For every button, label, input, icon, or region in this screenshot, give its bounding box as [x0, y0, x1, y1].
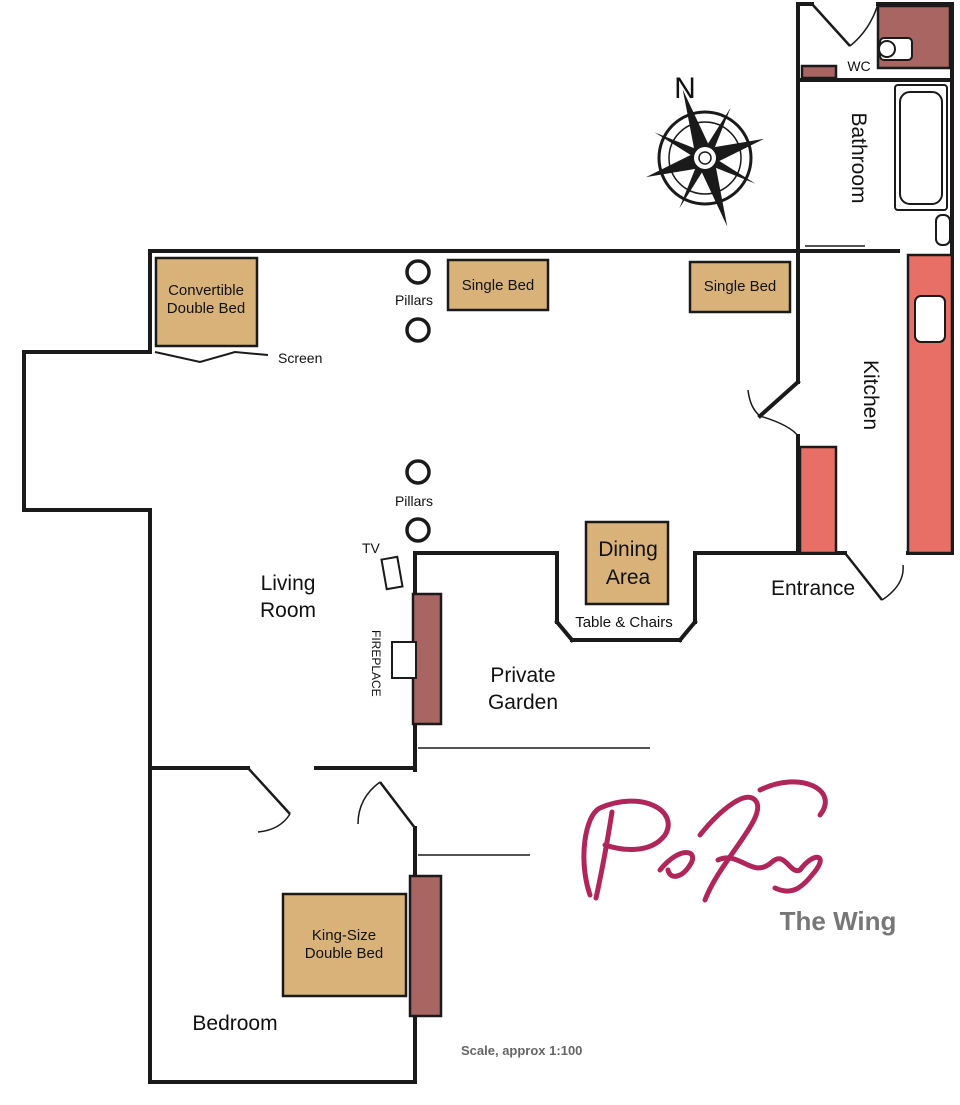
fireplace-wall — [411, 592, 443, 726]
brand-subtitle: The Wing — [780, 906, 897, 936]
tv-icon — [380, 555, 404, 591]
living-room-label: Living — [261, 572, 316, 595]
kitchen-label: Kitchen — [859, 360, 882, 430]
compass-rose-icon — [646, 89, 764, 227]
kitchen-counters — [798, 253, 954, 555]
convertible-bed-label: Convertible — [168, 282, 244, 299]
private-garden-label-2: Garden — [488, 691, 558, 714]
pillars — [405, 259, 431, 543]
living-room-label-2: Room — [260, 599, 316, 622]
bathtub-inner — [899, 91, 943, 205]
king-size-bed — [281, 892, 408, 998]
tv-label: TV — [362, 540, 381, 556]
dining-table — [584, 520, 670, 606]
pillar-icon — [405, 317, 431, 343]
wc-label: WC — [847, 58, 870, 74]
private-garden-label: Private — [490, 664, 555, 687]
kitchen-sink-icon — [914, 295, 946, 343]
doors — [247, 3, 904, 833]
screen-partition — [154, 350, 269, 364]
convertible-bed-label-2: Double Bed — [167, 300, 245, 317]
fireplace-label: FIREPLACE — [369, 630, 383, 697]
single-bed-2-label: Single Bed — [704, 278, 777, 295]
fireplace-icon — [391, 641, 417, 679]
scale-label: Scale, approx 1:100 — [461, 1043, 582, 1058]
pillar-icon — [405, 259, 431, 285]
king-bed-label: King-Size — [312, 927, 376, 944]
bedroom-wall-block — [408, 874, 443, 1018]
single-bed-1 — [446, 258, 550, 312]
bedroom-label: Bedroom — [192, 1012, 277, 1035]
bathroom-fixtures — [800, 4, 952, 246]
pillar-icon — [405, 459, 431, 485]
pekes-logo — [581, 779, 828, 903]
dining-area-label-2: Area — [606, 566, 651, 589]
table-chairs-label: Table & Chairs — [575, 614, 673, 631]
dining-area-label: Dining — [598, 538, 658, 561]
north-label: N — [674, 72, 696, 105]
sink-icon — [935, 214, 951, 246]
single-bed-2 — [688, 260, 792, 314]
pillar-icon — [405, 517, 431, 543]
entrance-label: Entrance — [771, 577, 855, 600]
bathroom-label: Bathroom — [847, 112, 870, 203]
furniture — [154, 256, 792, 1018]
bathroom-ledge — [800, 64, 838, 80]
convertible-double-bed — [154, 256, 259, 348]
screen-label: Screen — [278, 350, 322, 366]
single-bed-1-label: Single Bed — [462, 277, 535, 294]
toilet-bowl-icon — [878, 40, 896, 58]
pillars-top-label: Pillars — [395, 292, 433, 308]
pillars-mid-label: Pillars — [395, 493, 433, 509]
king-bed-label-2: Double Bed — [305, 945, 383, 962]
kitchen-counter-left — [798, 445, 838, 555]
